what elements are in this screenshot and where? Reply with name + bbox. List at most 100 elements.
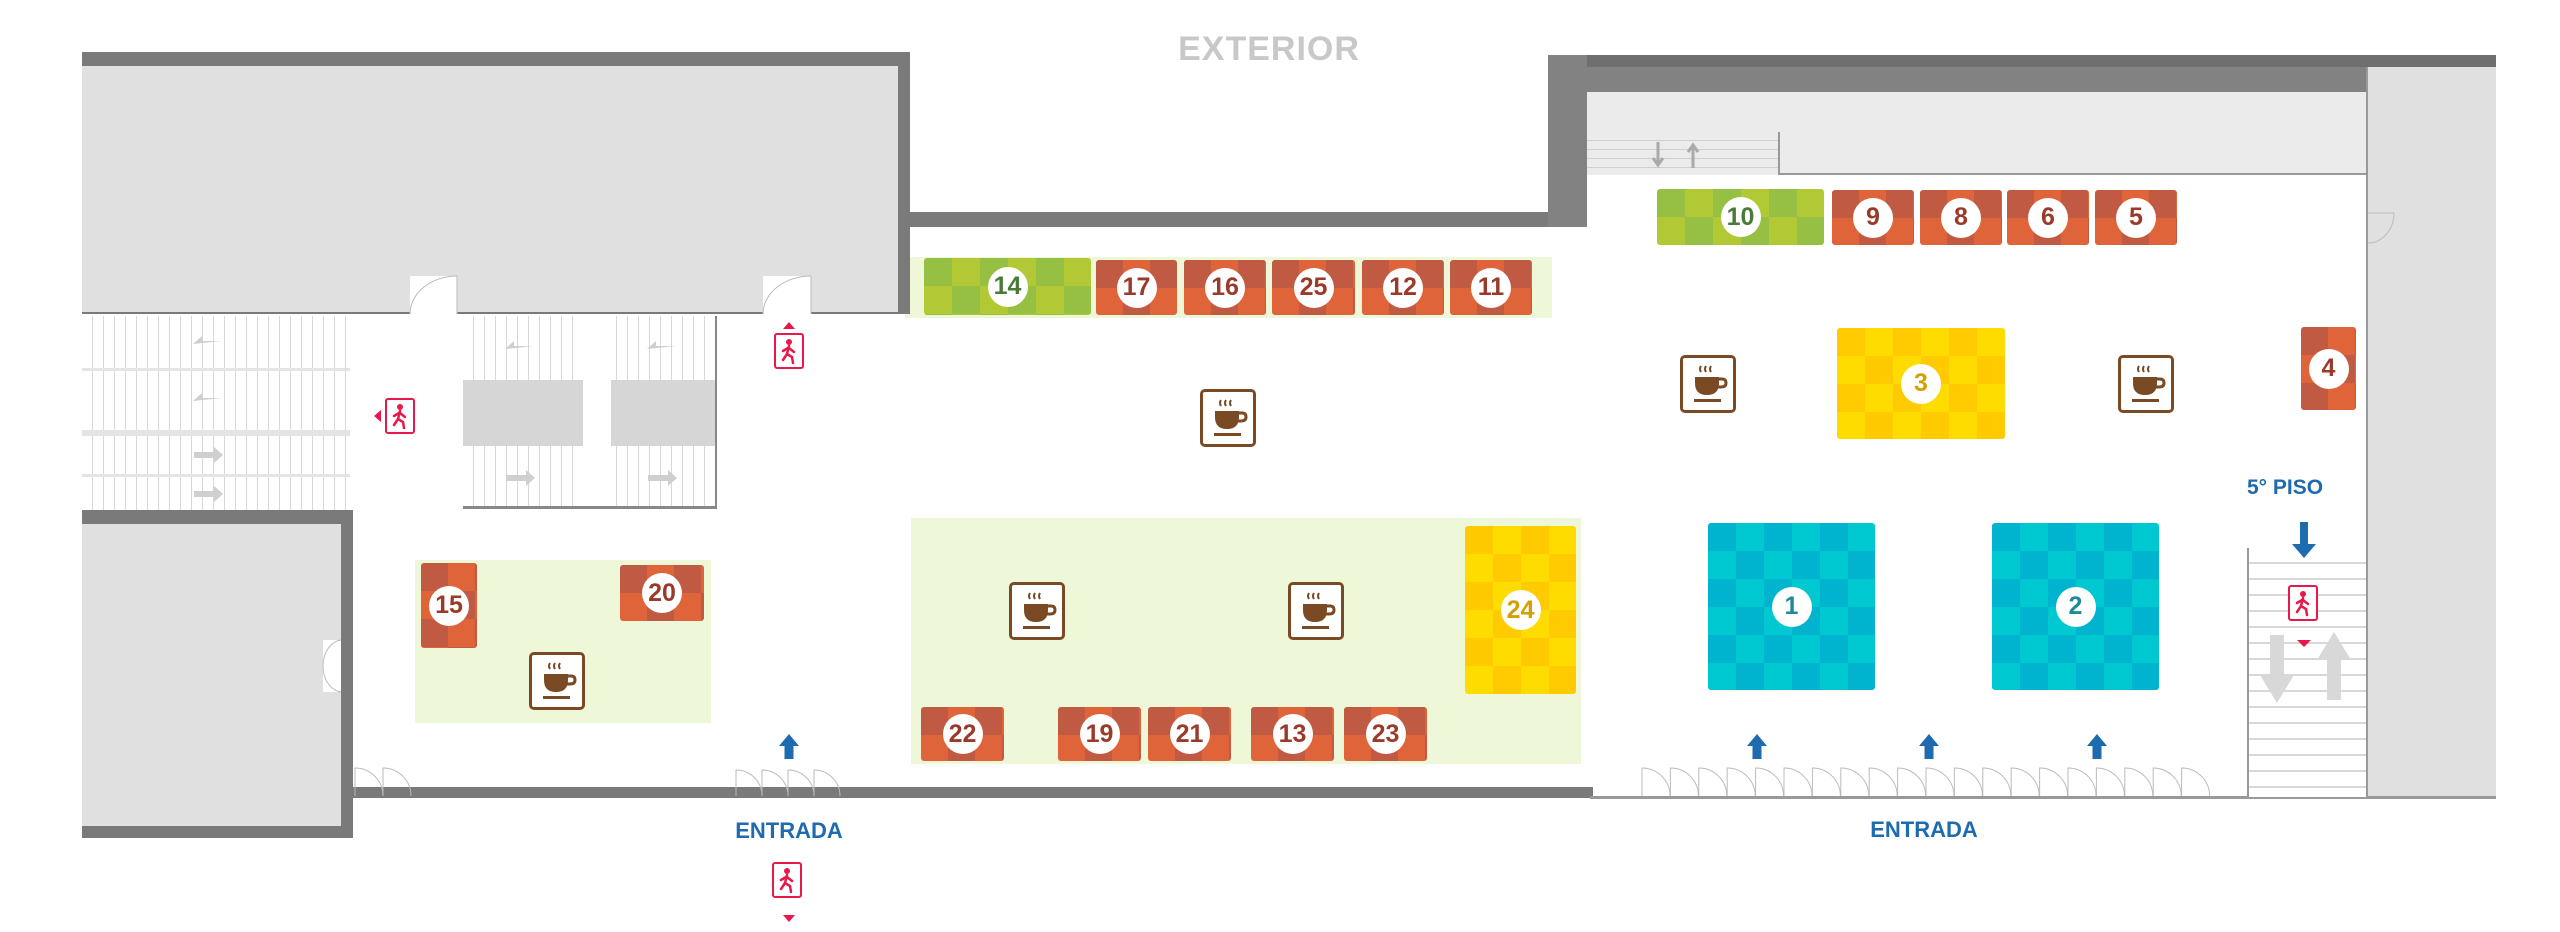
- door-icon: [2067, 767, 2097, 797]
- booth-1[interactable]: 1: [1708, 523, 1875, 690]
- coffee-cup-icon[interactable]: [529, 652, 585, 710]
- coffee-cup-icon[interactable]: [2118, 355, 2174, 413]
- top-left-block: [82, 52, 910, 314]
- right-column: [2366, 67, 2496, 798]
- booth-number: 8: [1941, 197, 1981, 238]
- door-icon: [1669, 767, 1699, 797]
- coffee-cup-icon[interactable]: [1288, 582, 1344, 640]
- booth-14[interactable]: 14: [924, 258, 1091, 315]
- gallery-stairs: [1587, 132, 1780, 175]
- booth-12[interactable]: 12: [1362, 260, 1444, 315]
- stairs-gap: [583, 316, 611, 506]
- booth-17[interactable]: 17: [1096, 260, 1177, 315]
- emergency-exit-icon: [385, 398, 415, 434]
- booth-number: 22: [942, 714, 983, 754]
- booth-4[interactable]: 4: [2301, 327, 2356, 410]
- door-icon: [2039, 767, 2069, 797]
- arrow-up-icon: [1919, 734, 1939, 759]
- door-icon: [354, 767, 384, 797]
- door-icon: [2152, 767, 2182, 797]
- emergency-exit-icon: [772, 862, 802, 898]
- booth-number: 6: [2028, 197, 2068, 238]
- booth-number: 2: [2055, 586, 2096, 627]
- top-right-wall-inner: [1548, 67, 2366, 92]
- booth-22[interactable]: 22: [921, 707, 1004, 761]
- door-icon: [2095, 767, 2125, 797]
- door-icon: [1783, 767, 1813, 797]
- door-icon: [1698, 767, 1728, 797]
- booth-15[interactable]: 15: [421, 563, 477, 648]
- door-icon: [1641, 767, 1671, 797]
- booth-6[interactable]: 6: [2007, 190, 2089, 245]
- booth-number: 19: [1079, 714, 1120, 754]
- booth-10[interactable]: 10: [1657, 189, 1824, 245]
- door-icon: [787, 769, 815, 797]
- booth-8[interactable]: 8: [1920, 190, 2002, 245]
- booth-23[interactable]: 23: [1344, 707, 1427, 761]
- booth-5[interactable]: 5: [2095, 190, 2177, 245]
- door-icon: [1811, 767, 1841, 797]
- booth-number: 23: [1365, 714, 1406, 754]
- booth-11[interactable]: 11: [1450, 260, 1532, 315]
- booth-16[interactable]: 16: [1184, 260, 1266, 315]
- bottom-wall-right: [1590, 796, 2496, 799]
- booth-number: 14: [987, 266, 1028, 307]
- booth-19[interactable]: 19: [1058, 707, 1141, 761]
- top-middle-wall: [905, 212, 1550, 227]
- booth-number: 24: [1500, 590, 1541, 630]
- booth-24[interactable]: 24: [1465, 526, 1576, 694]
- booth-3[interactable]: 3: [1837, 328, 2005, 439]
- coffee-cup-icon[interactable]: [1009, 582, 1065, 640]
- emergency-exit-icon: [2288, 585, 2318, 621]
- door-icon: [2181, 767, 2211, 797]
- door-icon: [2010, 767, 2040, 797]
- arrow-right-icon: [194, 486, 223, 502]
- stairs-landing: [611, 380, 715, 446]
- stairs-divider: [82, 474, 350, 477]
- arrow-up-icon: [1747, 734, 1767, 759]
- top-right-wall: [1548, 55, 2496, 67]
- booth-number: 20: [642, 573, 682, 613]
- booth-20[interactable]: 20: [620, 565, 704, 621]
- door-icon: [1925, 767, 1955, 797]
- booth-number: 3: [1901, 363, 1941, 404]
- entrance-label-left: ENTRADA: [735, 818, 843, 843]
- door-icon: [761, 769, 789, 797]
- booth-2[interactable]: 2: [1992, 523, 2159, 690]
- entrance-label-right: ENTRADA: [1870, 817, 1978, 842]
- booth-number: 4: [2308, 348, 2349, 389]
- door-icon: [735, 769, 763, 797]
- door-icon: [1953, 767, 1983, 797]
- booth-number: 9: [1853, 197, 1893, 238]
- emergency-exit-icon: [774, 333, 804, 369]
- arrow-right-icon: [506, 470, 535, 486]
- bottom-wall: [353, 787, 1593, 798]
- coffee-cup-icon[interactable]: [1680, 355, 1736, 413]
- door-icon: [2124, 767, 2154, 797]
- bottom-left-block: [82, 510, 353, 838]
- coffee-cup-icon[interactable]: [1200, 389, 1256, 447]
- booth-25[interactable]: 25: [1272, 260, 1355, 315]
- floor-label: 5° PISO: [2246, 476, 2324, 499]
- arrow-left-icon: [505, 341, 534, 349]
- arrow-right-icon: [648, 470, 677, 486]
- door-icon: [1982, 767, 2012, 797]
- arrow-left-icon: [647, 341, 676, 349]
- arrow-right-icon: [194, 447, 223, 463]
- booth-21[interactable]: 21: [1148, 707, 1231, 761]
- door-icon: [813, 769, 841, 797]
- exterior-label: EXTERIOR: [1178, 30, 1360, 68]
- door-icon: [1897, 767, 1927, 797]
- arrow-left-icon: [193, 336, 222, 344]
- arrow-up-icon: [2087, 734, 2107, 759]
- booth-number: 17: [1116, 267, 1157, 308]
- booth-13[interactable]: 13: [1251, 707, 1334, 761]
- booth-number: 16: [1205, 267, 1245, 308]
- right-wall-left-side: [1548, 55, 1587, 227]
- booth-9[interactable]: 9: [1832, 190, 1914, 245]
- door-icon: [1840, 767, 1870, 797]
- arrow-up-icon: [779, 734, 799, 759]
- booth-number: 13: [1272, 714, 1313, 754]
- booth-number: 11: [1471, 267, 1511, 308]
